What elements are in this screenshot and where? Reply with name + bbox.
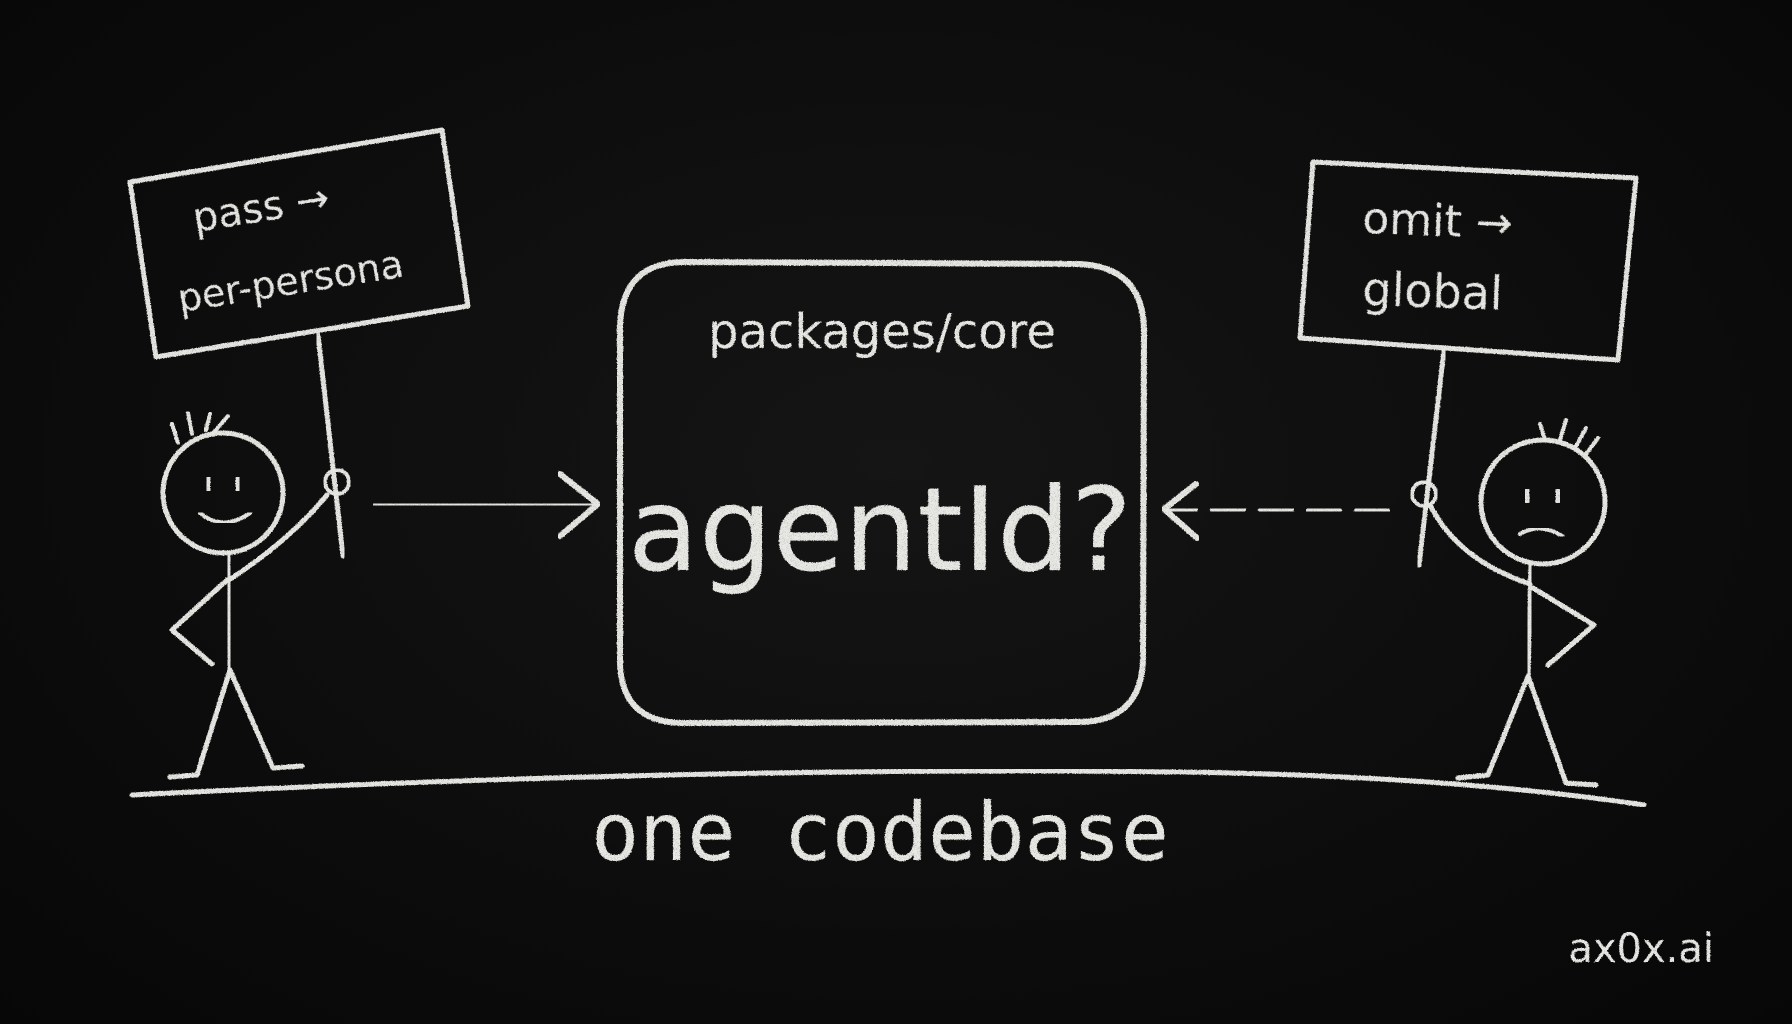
left-sign-line2: per-persona bbox=[175, 242, 407, 321]
right-sign-pole bbox=[1416, 347, 1447, 568]
center-box-main: agentId? bbox=[628, 463, 1133, 598]
left-figure-left-arm bbox=[169, 577, 230, 667]
left-sign-line1: pass → bbox=[189, 175, 332, 242]
right-figure-left-arm bbox=[1427, 502, 1533, 587]
dashed-arrow bbox=[1161, 481, 1390, 541]
right-sign: omit → global bbox=[1297, 159, 1639, 568]
left-figure-legs bbox=[167, 667, 305, 780]
right-figure-legs bbox=[1455, 673, 1599, 788]
right-figure-eyes bbox=[1524, 487, 1561, 505]
left-figure-smile bbox=[198, 511, 252, 525]
left-figure-head bbox=[160, 430, 286, 556]
right-figure-body bbox=[1525, 560, 1534, 681]
left-sign: pass → per-persona bbox=[127, 127, 471, 559]
right-sign-board bbox=[1297, 159, 1639, 363]
dashed-arrow-shaft bbox=[1165, 506, 1390, 514]
left-sign-board bbox=[127, 127, 471, 360]
left-figure-body bbox=[225, 550, 233, 675]
ground-line bbox=[129, 768, 1647, 808]
left-figure-right-arm bbox=[226, 492, 330, 583]
dashed-arrow-head bbox=[1161, 481, 1200, 541]
left-sign-pole bbox=[315, 332, 346, 559]
watermark: ax0x.ai bbox=[1568, 926, 1714, 972]
solid-arrow-shaft bbox=[373, 501, 598, 508]
solid-arrow-head bbox=[557, 471, 601, 539]
left-figure-eyes bbox=[205, 475, 241, 493]
footer-caption: one codebase bbox=[591, 786, 1169, 879]
center-box: packages/core agentId? bbox=[617, 259, 1147, 726]
solid-arrow bbox=[373, 471, 601, 539]
left-stick-figure bbox=[160, 411, 351, 780]
right-figure-head bbox=[1478, 437, 1608, 567]
left-figure-hand bbox=[323, 468, 351, 496]
right-figure-hair bbox=[1538, 418, 1600, 456]
right-figure-hand bbox=[1410, 480, 1438, 508]
right-stick-figure bbox=[1410, 418, 1608, 788]
left-figure-hair bbox=[170, 411, 230, 445]
right-sign-line2: global bbox=[1362, 262, 1504, 321]
center-box-label: packages/core bbox=[708, 304, 1056, 360]
right-sign-line1: omit → bbox=[1362, 193, 1514, 249]
right-figure-right-arm bbox=[1530, 585, 1597, 668]
center-box-outline bbox=[617, 259, 1147, 726]
right-figure-frown bbox=[1518, 526, 1564, 538]
